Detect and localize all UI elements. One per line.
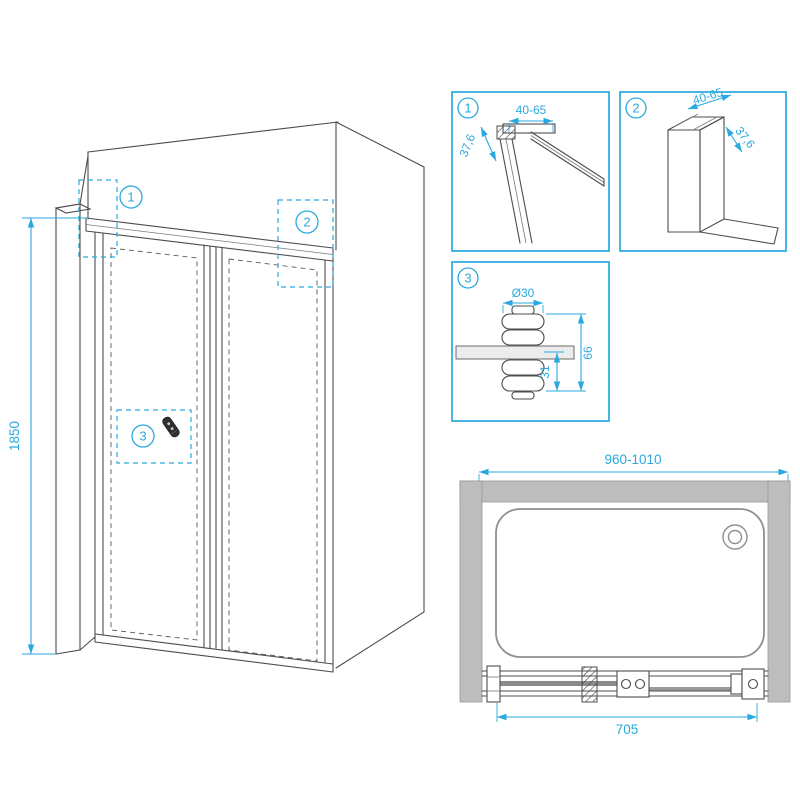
- detail-1-number: 1: [464, 101, 471, 116]
- plan-overall-width-label: 960-1010: [604, 452, 661, 467]
- plan-bracket-left: [486, 665, 501, 703]
- height-dimension-label: 1850: [7, 421, 22, 451]
- plan-fixed-panel: [643, 687, 757, 691]
- callout-1-circle: [119, 185, 143, 209]
- callout-3-region: [116, 409, 192, 464]
- callout-1-number: 1: [127, 190, 134, 205]
- callout-2-circle: [295, 210, 319, 234]
- detail-1-circle: [457, 97, 479, 119]
- detail-box-2: 2 40-65 37,6: [619, 85, 787, 252]
- rail-bar: [455, 345, 575, 360]
- detail-box-3: 3 Ø30 66 31: [451, 261, 610, 422]
- detail-2-circle: [625, 97, 647, 119]
- plan-overall-width-dimension: 960-1010: [478, 452, 789, 481]
- plan-roller-wheel: [620, 678, 632, 690]
- detail-3-dimensions: Ø30 66 31: [502, 286, 595, 392]
- plan-bracket-right-inner: [730, 673, 743, 695]
- callout-3-number: 3: [139, 429, 146, 444]
- detail-3-offset-label: 31: [538, 365, 552, 379]
- callout-2-number: 2: [303, 215, 310, 230]
- plan-walls: [459, 480, 791, 703]
- shower-door-frame: [85, 217, 334, 673]
- detail-3-circle: [457, 267, 479, 289]
- plan-roller-wheel: [747, 678, 759, 690]
- detail-1-drawing: [496, 123, 605, 244]
- glass-panel-left-outline: [110, 247, 198, 641]
- callout-3: 3: [116, 409, 192, 464]
- detail-2-drawing: [667, 113, 779, 245]
- plan-door-width-label: 705: [616, 722, 639, 737]
- detail-box-1: 1 40-65 37,6: [451, 91, 610, 252]
- plan-wall-top: [459, 480, 791, 503]
- detail-box-2-border: [619, 91, 787, 252]
- detail-3-drawing: [455, 305, 575, 400]
- drain: [722, 524, 748, 550]
- detail-3-number: 3: [464, 271, 471, 286]
- door-handle-knob: [162, 416, 180, 438]
- main-isometric-view: 1850 1 2 3: [7, 121, 425, 673]
- detail-3-height-label: 66: [581, 346, 595, 360]
- plan-roller-wheel: [634, 678, 646, 690]
- shower-tray: [495, 508, 765, 658]
- detail-1-width-label: 40-65: [516, 103, 547, 117]
- plan-guide-block: [581, 666, 598, 703]
- plan-wall-right: [767, 480, 791, 703]
- detail-3-diameter-label: Ø30: [512, 286, 535, 300]
- plan-door-width-dimension: 705: [496, 703, 758, 737]
- callout-1: 1: [78, 179, 143, 258]
- plan-sliding-panel: [497, 681, 643, 686]
- callout-3-circle: [131, 424, 155, 448]
- plan-view: 960-1010: [459, 452, 791, 737]
- glass-panel-right-outline: [228, 258, 318, 662]
- detail-2-number: 2: [632, 101, 639, 116]
- plan-wall-left: [459, 480, 483, 703]
- height-dimension: 1850: [7, 217, 88, 655]
- callout-1-region: [78, 179, 118, 258]
- niche-walls: [54, 121, 425, 669]
- callout-2-region: [277, 199, 334, 288]
- callout-2: 2: [277, 199, 334, 288]
- plan-door-assembly: [481, 665, 769, 703]
